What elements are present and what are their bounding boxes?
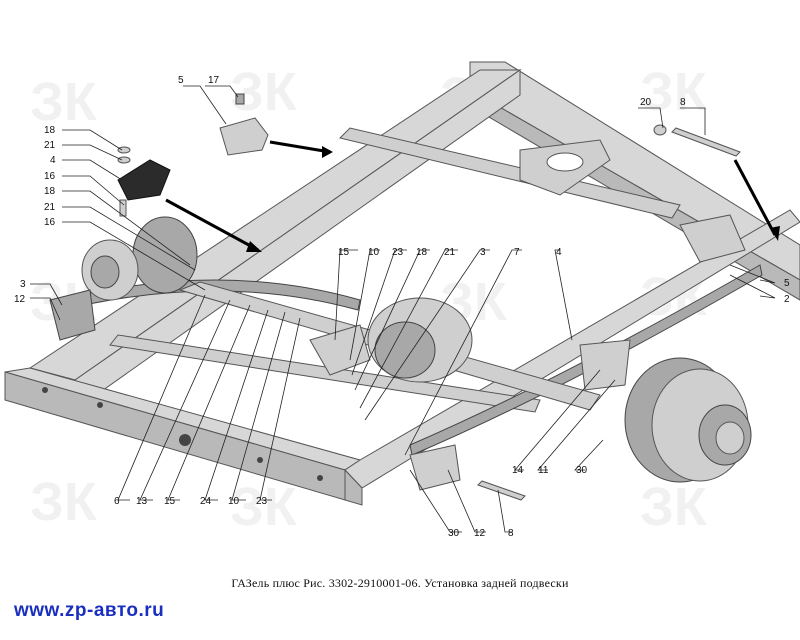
callout-label: 16 — [44, 217, 56, 228]
watermark: ЗК — [640, 477, 708, 537]
callout-label: 12 — [474, 528, 486, 539]
callout-label: 12 — [14, 294, 26, 305]
callout-label: 4 — [556, 247, 562, 258]
callout-label: 18 — [44, 186, 56, 197]
callout-label: 5 — [784, 278, 790, 289]
bump-stop — [219, 117, 269, 156]
callout-label: 8 — [508, 528, 514, 539]
callout-label: 21 — [44, 140, 56, 151]
callout-numbers: 17 5 20 8 18 21 4 16 18 21 16 3 12 15 10… — [14, 75, 790, 539]
watermark: ЗК — [230, 477, 298, 537]
callout-label: 13 — [136, 496, 148, 507]
callout-label: 18 — [416, 247, 428, 258]
callout-label: 6 — [114, 496, 120, 507]
callout-label: 23 — [256, 496, 268, 507]
callout-label: 7 — [514, 247, 520, 258]
callout-label: 11 — [538, 465, 549, 476]
rubber-pad — [117, 159, 171, 201]
callout-label: 30 — [576, 465, 588, 476]
right-wheel-hub — [624, 357, 752, 483]
suspension-drawing: ЗК ЗК ЗК ЗК ЗК ЗК ЗК ЗК ЗК ЗК — [4, 61, 800, 539]
callout-label: 4 — [50, 155, 56, 166]
watermark: ЗК — [30, 72, 98, 132]
axle-housing — [178, 281, 601, 411]
assembly-arrows — [165, 140, 780, 252]
callout-label: 8 — [680, 97, 686, 108]
callout-label: 14 — [512, 465, 524, 476]
callout-label: 24 — [200, 496, 212, 507]
callout-label: 21 — [444, 247, 456, 258]
callout-label: 10 — [368, 247, 380, 258]
figure-caption: ГАЗель плюс Рис. 3302-2910001-06. Устано… — [231, 576, 569, 590]
bump-stop-parts — [117, 93, 741, 217]
callout-label: 15 — [338, 247, 350, 258]
callout-leaders — [30, 85, 776, 533]
website-link[interactable]: www.zp-авто.ru — [14, 600, 165, 621]
frame-hole — [179, 434, 191, 446]
cross-tubes — [109, 127, 681, 413]
frame-hole — [42, 387, 48, 393]
callout-label: 17 — [208, 75, 220, 86]
callout-label: 15 — [164, 496, 176, 507]
callout-label: 16 — [44, 171, 56, 182]
callout-label: 20 — [640, 97, 652, 108]
frame-hole — [257, 457, 263, 463]
callout-label: 10 — [228, 496, 240, 507]
spring-brackets — [49, 214, 746, 501]
callout-label: 3 — [20, 279, 26, 290]
callout-label: 3 — [480, 247, 486, 258]
watermark: ЗК — [30, 472, 98, 532]
callout-label: 18 — [44, 125, 56, 136]
watermark: ЗК — [640, 62, 708, 122]
frame-hole — [317, 475, 323, 481]
watermark: ЗК — [230, 62, 298, 122]
callout-label: 21 — [44, 202, 56, 213]
left-wheel-hub — [81, 216, 198, 301]
frame-hole — [97, 402, 103, 408]
callout-label: 2 — [784, 294, 790, 305]
callout-label: 30 — [448, 528, 460, 539]
callout-label: 23 — [392, 247, 404, 258]
callout-label: 5 — [178, 75, 184, 86]
